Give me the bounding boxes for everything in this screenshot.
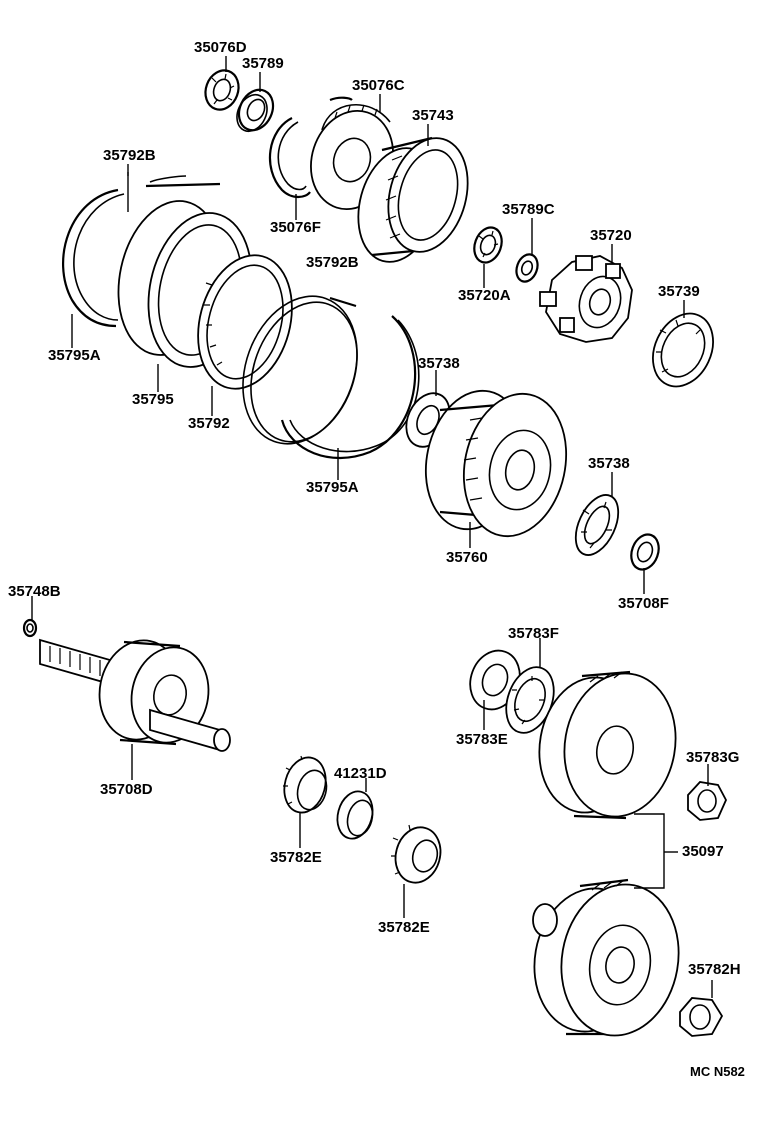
label-35076C: 35076C bbox=[352, 77, 405, 94]
label-35748B: 35748B bbox=[8, 583, 61, 600]
label-35076D: 35076D bbox=[194, 39, 247, 56]
shaft-35708D bbox=[39, 638, 231, 752]
bearing-35782E-right bbox=[391, 824, 442, 884]
label-35792: 35792 bbox=[188, 415, 230, 432]
ring-35792 bbox=[197, 254, 293, 390]
nut-35783G bbox=[687, 781, 728, 821]
gear-35097-lower bbox=[532, 878, 680, 1037]
label-35782H: 35782H bbox=[688, 961, 741, 978]
label-35789: 35789 bbox=[242, 55, 284, 72]
ring-35795A-left bbox=[62, 172, 129, 328]
label-35783F: 35783F bbox=[508, 625, 559, 642]
label-35760: 35760 bbox=[446, 549, 488, 566]
label-35739: 35739 bbox=[658, 283, 700, 300]
bearing-35739 bbox=[652, 312, 714, 388]
label-35738-top: 35738 bbox=[418, 355, 460, 372]
leader-lines bbox=[31, 56, 713, 998]
bearing-35076D bbox=[204, 69, 240, 111]
snap-ring-35795A-mid bbox=[280, 315, 420, 460]
label-35783E: 35783E bbox=[456, 731, 508, 748]
label-41231D: 41231D bbox=[334, 765, 387, 782]
label-35792B-top: 35792B bbox=[103, 147, 156, 164]
bearing-35782E-left bbox=[283, 755, 328, 814]
seal-41231D bbox=[336, 790, 374, 840]
nut-35782H bbox=[679, 997, 724, 1037]
planetary-carrier-35720 bbox=[539, 255, 633, 343]
label-35795A-mid: 35795A bbox=[306, 479, 359, 496]
snap-ring-35076F bbox=[268, 117, 311, 199]
gear-35097-upper bbox=[538, 670, 677, 820]
label-35097: 35097 bbox=[682, 843, 724, 860]
label-35708D: 35708D bbox=[100, 781, 153, 798]
label-35743: 35743 bbox=[412, 107, 454, 124]
label-35795: 35795 bbox=[132, 391, 174, 408]
seal-35708F bbox=[630, 533, 660, 571]
label-35789C: 35789C bbox=[502, 201, 555, 218]
diagram-code: MC N582 bbox=[690, 1064, 745, 1079]
drum-35760 bbox=[424, 389, 568, 538]
washer-35789C bbox=[515, 253, 539, 283]
label-35738-right: 35738 bbox=[588, 455, 630, 472]
label-35792B-mid: 35792B bbox=[306, 254, 359, 271]
label-35782E-right: 35782E bbox=[378, 919, 430, 936]
clutch-drum-35743 bbox=[357, 136, 469, 263]
label-35795A-left: 35795A bbox=[48, 347, 101, 364]
label-35720: 35720 bbox=[590, 227, 632, 244]
washer-35789 bbox=[236, 88, 275, 133]
label-35720A: 35720A bbox=[458, 287, 511, 304]
label-35076F: 35076F bbox=[270, 219, 321, 236]
label-35783G: 35783G bbox=[686, 749, 740, 766]
label-35708F: 35708F bbox=[618, 595, 669, 612]
washer-35748B bbox=[22, 618, 38, 638]
thrust-bearing-35720A bbox=[473, 226, 503, 264]
label-35782E-left: 35782E bbox=[270, 849, 322, 866]
thrust-bearing-35738-right bbox=[574, 494, 620, 556]
split-ring-35792B bbox=[242, 295, 358, 445]
